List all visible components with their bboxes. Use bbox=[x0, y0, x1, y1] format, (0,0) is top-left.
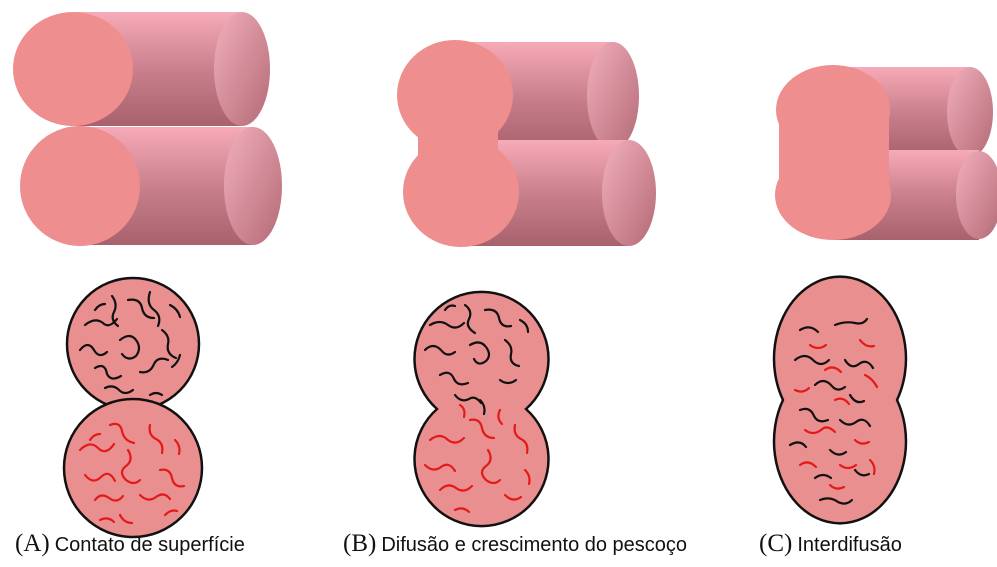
merged-faces bbox=[775, 65, 891, 240]
caption-b: (B) Difusão e crescimento do pescoço bbox=[343, 530, 687, 560]
cylinder-top bbox=[13, 12, 270, 126]
caption-b-label: Difusão e crescimento do pescoço bbox=[381, 534, 687, 557]
caption-c: (C) Interdifusão bbox=[759, 530, 902, 560]
panel-a-cylinders bbox=[13, 12, 282, 246]
caption-b-letter: (B) bbox=[343, 530, 376, 558]
cylinder-bottom bbox=[20, 126, 282, 246]
caption-a: (A) Contato de superfície bbox=[15, 530, 245, 560]
panel-b-cross-section bbox=[415, 292, 549, 526]
caption-c-label: Interdifusão bbox=[797, 534, 902, 557]
panel-b-cylinders bbox=[397, 40, 656, 247]
caption-c-letter: (C) bbox=[759, 530, 792, 558]
panel-a-cross-section bbox=[64, 278, 202, 537]
panel-c-cross-section bbox=[774, 277, 906, 524]
caption-a-label: Contato de superfície bbox=[55, 534, 245, 557]
panel-c-cylinders bbox=[775, 65, 997, 240]
caption-a-letter: (A) bbox=[15, 530, 50, 558]
